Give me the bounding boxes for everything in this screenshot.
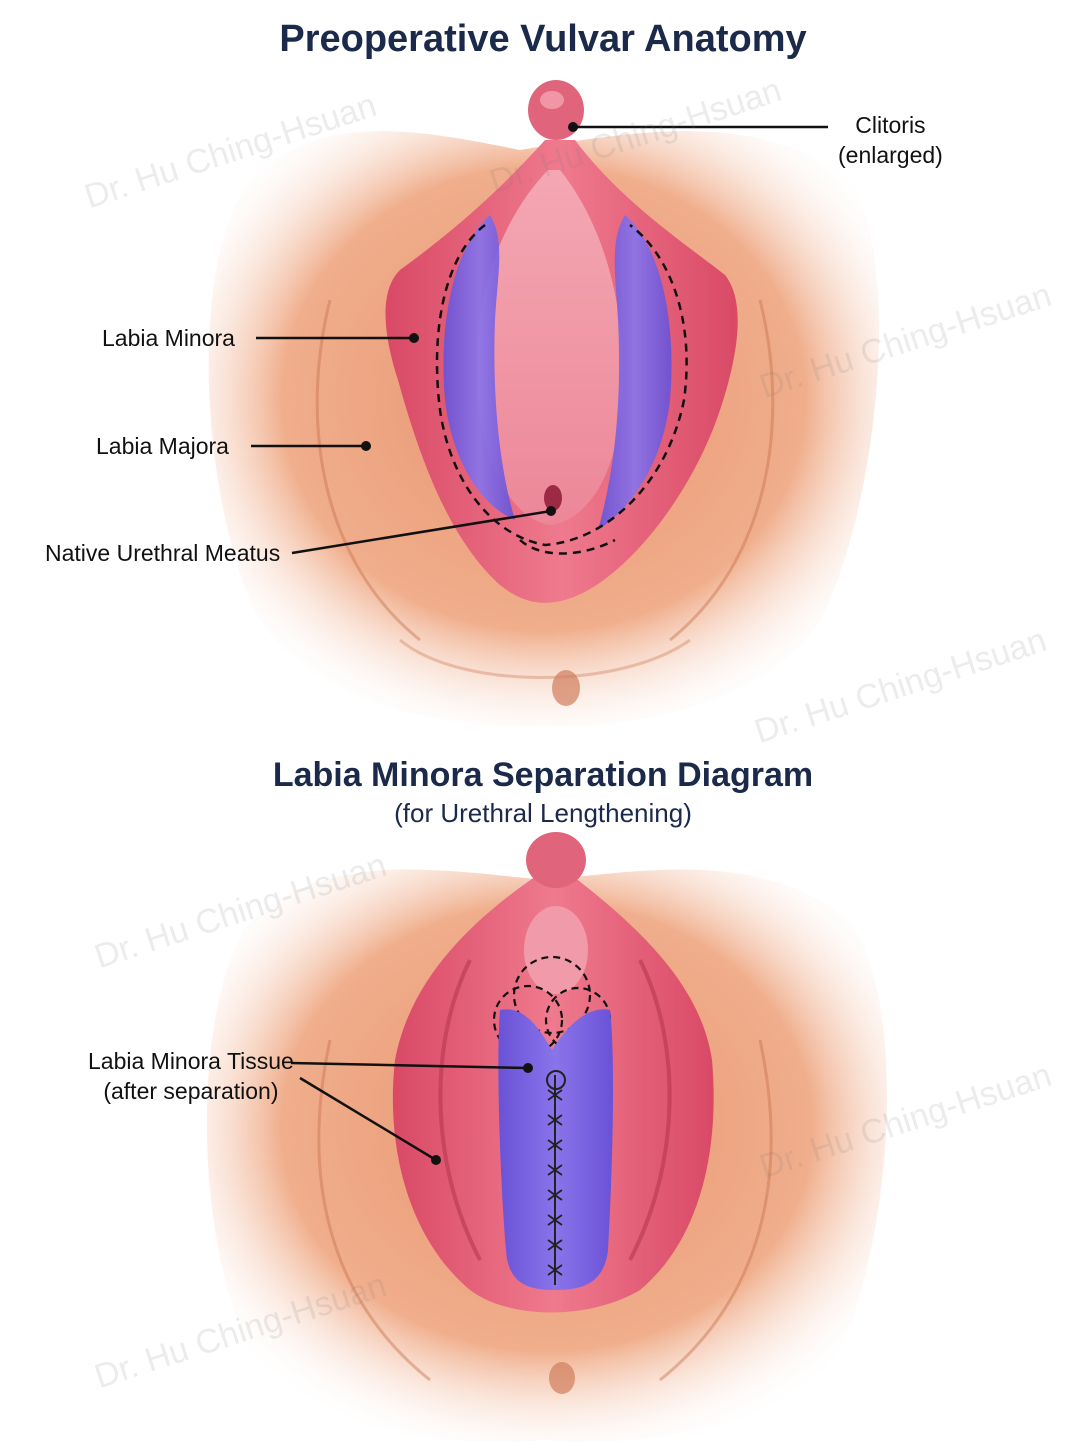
bottom-figure-subtitle: (for Urethral Lengthening) <box>394 798 692 828</box>
label-clitoris: Clitoris (enlarged) <box>838 110 943 170</box>
bottom-clitoris <box>526 832 586 888</box>
label-clitoris-line1: Clitoris <box>855 112 926 138</box>
top-right-highlight <box>598 215 672 530</box>
top-urethral-meatus <box>544 485 562 511</box>
label-labia-minora-tissue: Labia Minora Tissue (after separation) <box>88 1046 294 1106</box>
label-tissue-line1: Labia Minora Tissue <box>88 1048 294 1074</box>
top-vestibule <box>476 170 623 525</box>
label-labia-majora: Labia Majora <box>96 433 229 459</box>
leader-urethral-meatus <box>291 509 552 555</box>
bottom-anus <box>549 1362 575 1394</box>
label-native-urethral-meatus: Native Urethral Meatus <box>45 540 281 566</box>
label-labia-minora: Labia Minora <box>102 325 235 351</box>
leader-tissue-a <box>290 1061 529 1070</box>
label-tissue-line2: (after separation) <box>103 1078 279 1104</box>
bottom-figure-title: Labia Minora Separation Diagram <box>272 756 814 794</box>
top-left-highlight <box>443 215 515 520</box>
bottom-incision-circle-center[interactable] <box>512 955 592 1035</box>
bottom-illustration <box>206 832 888 1442</box>
top-anus <box>552 670 580 706</box>
suture-stitches <box>547 1089 563 1276</box>
leader-tissue-b <box>299 1076 437 1162</box>
bottom-neomeatus <box>546 1070 566 1090</box>
top-illustration <box>208 80 879 726</box>
label-clitoris-line2: (enlarged) <box>838 142 943 168</box>
top-figure-title: Preoperative Vulvar Anatomy <box>279 18 807 60</box>
top-incision-outline[interactable] <box>435 224 688 547</box>
